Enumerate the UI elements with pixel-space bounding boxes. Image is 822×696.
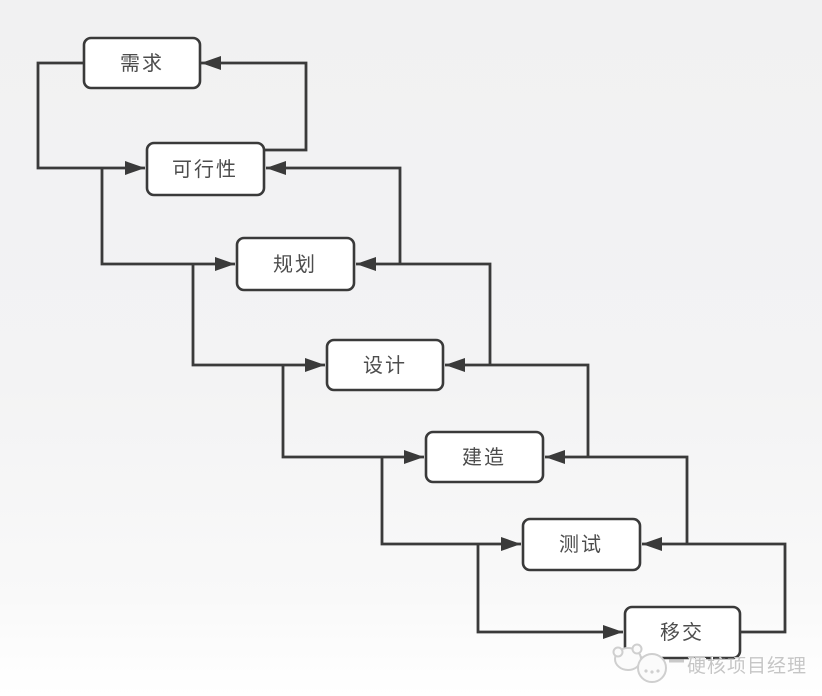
node-testing: 测试 [521, 517, 642, 572]
node-testing-box [521, 517, 642, 572]
node-handover-label: 移交 [660, 621, 704, 644]
node-feasibility-box [145, 141, 266, 197]
edge-testing-to-construction-feedback [545, 450, 689, 544]
node-planning-box [235, 236, 356, 292]
node-handover-box [623, 605, 742, 660]
node-requirements: 需求 [82, 36, 202, 90]
edge-design-to-construction [281, 365, 424, 464]
node-construction: 建造 [424, 430, 545, 484]
watermark: 硬核项目经理 [612, 643, 807, 683]
node-handover: 移交 [623, 605, 742, 660]
edge-construction-to-design-feedback [445, 358, 590, 457]
edge-construction-to-testing [380, 457, 521, 551]
node-feasibility: 可行性 [145, 141, 266, 197]
watermark-label: 硬核项目经理 [687, 655, 807, 677]
edge-planning-to-design [191, 264, 325, 372]
edge-feasibility-to-planning [100, 168, 235, 271]
edge-feasibility-to-requirements-feedback [201, 56, 308, 152]
node-testing-label: 测试 [559, 533, 603, 556]
watermark-logo-icon [612, 643, 684, 683]
node-requirements-label: 需求 [120, 52, 164, 75]
node-design-box [325, 338, 445, 392]
node-design: 设计 [325, 338, 445, 392]
node-design-label: 设计 [363, 354, 407, 377]
edge-testing-to-handover [476, 544, 623, 639]
node-requirements-box [82, 36, 202, 90]
edge-handover-to-testing-feedback [642, 537, 787, 634]
node-construction-box [424, 430, 545, 484]
edge-requirements-to-feasibility [36, 61, 145, 175]
node-feasibility-label: 可行性 [172, 158, 238, 181]
node-planning-label: 规划 [273, 253, 317, 276]
node-planning: 规划 [235, 236, 356, 292]
node-construction-label: 建造 [462, 446, 506, 469]
feedback-edges [201, 56, 787, 634]
edge-planning-to-feasibility-feedback [266, 161, 402, 264]
forward-edges [36, 61, 623, 639]
